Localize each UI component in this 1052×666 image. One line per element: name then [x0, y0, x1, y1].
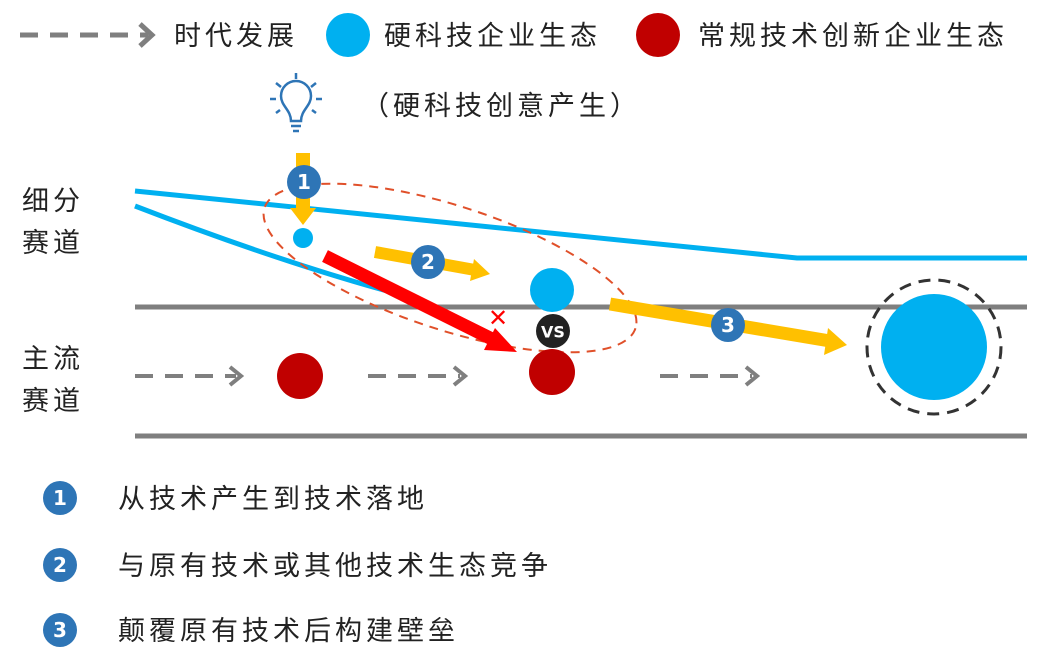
- niche-track-label-2: 赛道: [22, 228, 84, 259]
- step-list-item-1: 1 从技术产生到技术落地: [43, 481, 428, 515]
- step2-badge: [411, 245, 445, 279]
- hardtech-seed-dot: [293, 228, 313, 248]
- legend-time-label: 时代发展: [174, 21, 298, 52]
- failed-path-arrow: [322, 250, 517, 352]
- legend-conventional-label: 常规技术创新企业生态: [698, 21, 1008, 52]
- step3-badge-num: 3: [721, 313, 735, 337]
- lightbulb-icon: [270, 73, 322, 133]
- step-list-item-2: 2 与原有技术或其他技术生态竞争: [43, 548, 552, 582]
- vs-label: VS: [541, 323, 565, 342]
- barrier-ring: [865, 278, 1003, 416]
- hardtech-mature-dot: [881, 294, 987, 400]
- main-track-label-2: 赛道: [22, 386, 84, 417]
- idea-label: （硬科技创意产生）: [362, 91, 641, 122]
- niche-track-label-1: 细分: [22, 186, 84, 217]
- time-arrow-1: [135, 365, 245, 387]
- step-list-num: 3: [53, 618, 67, 642]
- step-list-text: 从技术产生到技术落地: [118, 484, 428, 515]
- conventional-dot-1: [277, 353, 323, 399]
- step-list-item-3: 3 颠覆原有技术后构建壁垒: [43, 613, 459, 647]
- step1-badge-num: 1: [297, 170, 311, 194]
- niche-track-upper-line: [134, 188, 1027, 261]
- time-arrow-2: [368, 365, 469, 387]
- time-arrow-3: [660, 365, 761, 387]
- vs-badge: [536, 314, 570, 348]
- conventional-dot-2: [529, 349, 575, 395]
- step-list-num: 2: [53, 553, 67, 577]
- step1-badge: [287, 165, 321, 199]
- cross-icon: ✕: [488, 304, 508, 332]
- hardtech-growing-dot: [530, 268, 574, 312]
- legend-hardtech-label: 硬科技企业生态: [384, 21, 601, 52]
- step-list-num: 1: [53, 486, 67, 510]
- step3-badge: [711, 308, 745, 342]
- competition-zone-ellipse: [262, 182, 638, 354]
- main-track-label-1: 主流: [22, 344, 84, 375]
- legend-conventional-dot: [636, 13, 680, 57]
- step-list-text: 与原有技术或其他技术生态竞争: [118, 551, 552, 582]
- niche-track-lower-line: [134, 203, 399, 297]
- legend-time-arrow: [20, 22, 156, 48]
- step-list-text: 颠覆原有技术后构建壁垒: [118, 616, 459, 647]
- legend-hardtech-dot: [326, 13, 370, 57]
- step2-badge-num: 2: [421, 250, 435, 274]
